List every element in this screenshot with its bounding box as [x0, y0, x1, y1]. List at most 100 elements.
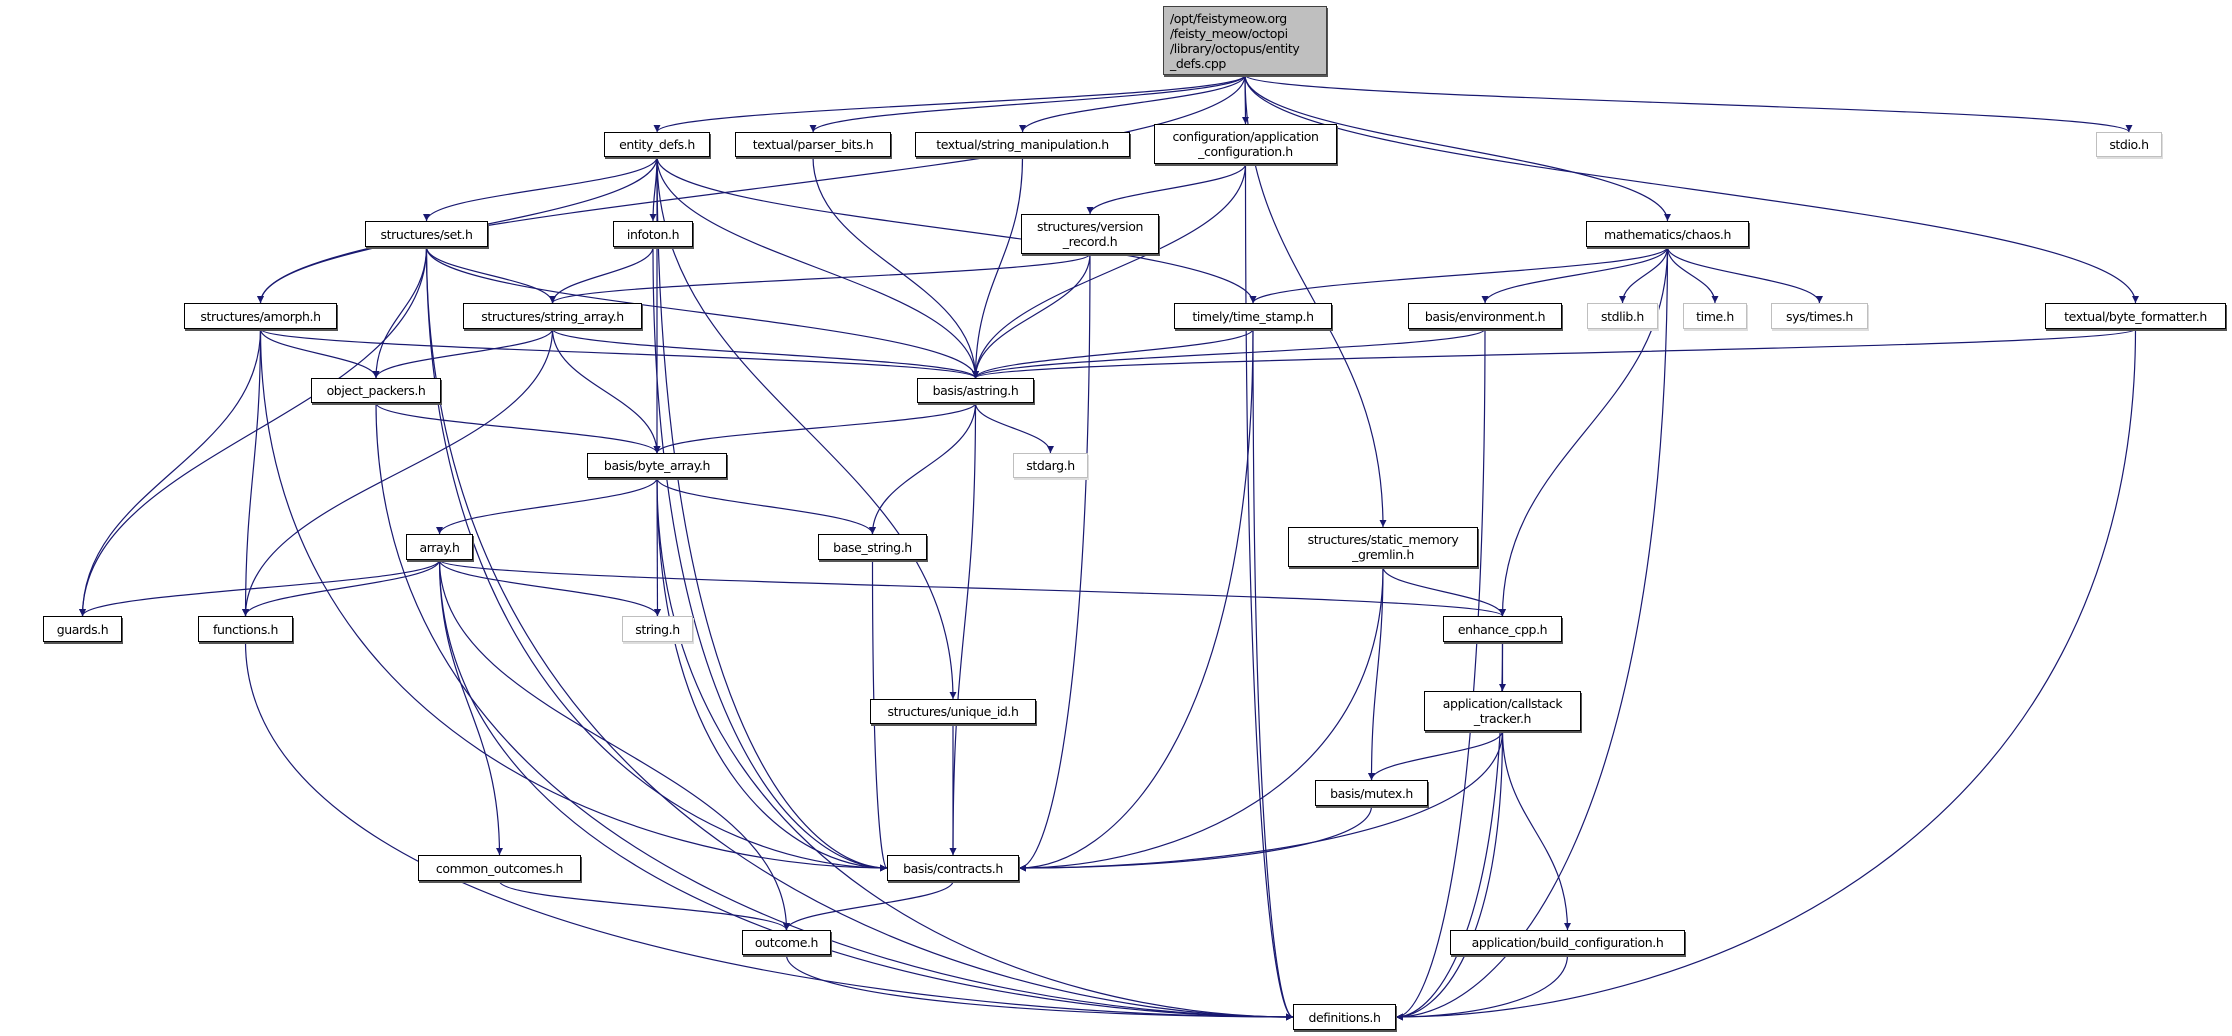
edge-chaos-to-definitions — [1395, 246, 1669, 1021]
edge-set-to-guards — [79, 246, 428, 617]
edge-functions-to-definitions — [244, 641, 1294, 1021]
edge-app-config-to-version-record — [1086, 163, 1247, 215]
edge-chaos-to-stdlib — [1619, 246, 1669, 304]
edge-time-stamp-to-astring — [972, 328, 1254, 379]
edge-amorph-to-guards — [79, 328, 262, 617]
node-contracts[interactable]: basis/contracts.h — [887, 855, 1019, 881]
edge-array-to-string — [438, 559, 661, 617]
edge-entity-defs-to-contracts — [656, 156, 888, 872]
edge-amorph-to-functions — [242, 328, 262, 617]
node-amorph[interactable]: structures/amorph.h — [184, 303, 337, 329]
edge-entity-defs-to-astring — [656, 156, 979, 379]
node-string-array[interactable]: structures/string_array.h — [463, 303, 642, 329]
node-root[interactable]: /opt/feistymeow.org /feisty_meow/octopi … — [1163, 6, 1327, 75]
node-enhance-cpp[interactable]: enhance_cpp.h — [1443, 616, 1562, 642]
edge-object-packers-to-definitions — [375, 402, 1294, 1021]
edge-string-manipulation-to-astring — [972, 156, 1024, 379]
edge-root-to-stdio — [1244, 74, 2133, 133]
node-outcome[interactable]: outcome.h — [742, 930, 831, 955]
edge-time-stamp-to-contracts — [1018, 328, 1254, 872]
node-guards[interactable]: guards.h — [43, 616, 122, 642]
edge-array-to-outcome — [438, 559, 790, 931]
edge-byte-array-to-base-string — [656, 477, 876, 535]
node-infoton[interactable]: infoton.h — [613, 221, 693, 247]
edge-array-to-definitions — [438, 559, 1294, 1021]
node-mutex[interactable]: basis/mutex.h — [1315, 780, 1428, 806]
edge-set-to-contracts — [425, 246, 888, 872]
node-stdarg[interactable]: stdarg.h — [1013, 453, 1088, 478]
node-common-outcomes[interactable]: common_outcomes.h — [418, 855, 581, 881]
edge-common-outcomes-to-outcome — [498, 880, 790, 931]
edge-byte-formatter-to-astring — [972, 328, 2137, 379]
node-stdlib[interactable]: stdlib.h — [1587, 303, 1658, 329]
node-time[interactable]: time.h — [1683, 303, 1747, 329]
edge-infoton-to-string-array — [549, 246, 654, 304]
edge-callstack-to-mutex — [1368, 730, 1504, 781]
edge-set-to-astring — [425, 246, 979, 379]
node-definitions[interactable]: definitions.h — [1293, 1004, 1396, 1030]
edge-astring-to-byte-array — [653, 402, 977, 454]
edge-mutex-to-contracts — [1018, 805, 1373, 872]
node-environment[interactable]: basis/environment.h — [1408, 303, 1562, 329]
node-unique-id[interactable]: structures/unique_id.h — [870, 699, 1036, 724]
edge-parser-bits-to-astring — [812, 156, 979, 379]
edge-root-to-parser-bits — [809, 74, 1246, 133]
node-array[interactable]: array.h — [406, 534, 473, 560]
edge-astring-to-contracts — [949, 402, 977, 856]
edge-version-record-to-contracts — [1018, 253, 1091, 872]
node-chaos[interactable]: mathematics/chaos.h — [1586, 221, 1749, 247]
edge-version-record-to-astring — [972, 253, 1091, 379]
node-string-manipulation[interactable]: textual/string_manipulation.h — [915, 132, 1130, 157]
edge-array-to-guards — [79, 559, 441, 617]
edge-string-array-to-byte-array — [551, 328, 661, 454]
edge-version-record-to-string-array — [549, 253, 1091, 304]
node-functions[interactable]: functions.h — [198, 616, 293, 642]
edge-contracts-to-outcome — [783, 880, 954, 931]
edge-chaos-to-time — [1666, 246, 1719, 304]
edge-array-to-functions — [242, 559, 441, 617]
edge-array-to-enhance-cpp — [438, 559, 1506, 617]
node-gremlin[interactable]: structures/static_memory _gremlin.h — [1288, 527, 1478, 567]
node-callstack[interactable]: application/callstack _tracker.h — [1424, 691, 1581, 731]
edge-astring-to-stdarg — [974, 402, 1054, 454]
edge-entity-defs-to-unique-id — [656, 156, 957, 700]
edge-byte-formatter-to-definitions — [1395, 328, 2137, 1021]
edge-callstack-to-definitions — [1395, 730, 1504, 1021]
edge-byte-array-to-array — [436, 477, 658, 535]
edge-string-array-to-astring — [551, 328, 979, 379]
node-string[interactable]: string.h — [622, 616, 693, 642]
node-byte-array[interactable]: basis/byte_array.h — [587, 453, 727, 478]
node-object-packers[interactable]: object_packers.h — [311, 378, 441, 403]
edge-set-to-definitions — [425, 246, 1294, 1021]
node-byte-formatter[interactable]: textual/byte_formatter.h — [2045, 303, 2226, 329]
edge-chaos-to-environment — [1481, 246, 1669, 304]
edge-environment-to-astring — [972, 328, 1486, 379]
node-time-stamp[interactable]: timely/time_stamp.h — [1174, 303, 1332, 329]
edge-root-to-chaos — [1244, 74, 1671, 222]
node-build-config[interactable]: application/build_configuration.h — [1450, 930, 1685, 955]
node-version-record[interactable]: structures/version _record.h — [1021, 214, 1159, 254]
node-stdio[interactable]: stdio.h — [2096, 132, 2162, 157]
node-parser-bits[interactable]: textual/parser_bits.h — [735, 132, 891, 157]
edge-infoton-to-contracts — [652, 246, 888, 872]
edge-root-to-string-manipulation — [1019, 74, 1246, 133]
edge-amorph-to-contracts — [259, 328, 888, 872]
edge-astring-to-base-string — [869, 402, 977, 535]
edge-entity-defs-to-time-stamp — [656, 156, 1257, 304]
node-base-string[interactable]: base_string.h — [818, 534, 927, 560]
edge-base-string-to-contracts — [871, 559, 888, 872]
node-astring[interactable]: basis/astring.h — [917, 378, 1034, 403]
edge-environment-to-definitions — [1395, 328, 1486, 1021]
node-entity-defs[interactable]: entity_defs.h — [604, 132, 710, 157]
edge-chaos-to-time-stamp — [1249, 246, 1669, 304]
edge-root-to-entity-defs — [653, 74, 1246, 133]
node-sys-times[interactable]: sys/times.h — [1771, 303, 1868, 329]
edge-build-config-to-definitions — [1395, 954, 1569, 1021]
node-app-config[interactable]: configuration/application _configuration… — [1154, 124, 1337, 164]
edge-gremlin-to-enhance-cpp — [1382, 566, 1506, 617]
node-set[interactable]: structures/set.h — [365, 221, 488, 247]
edge-string-array-to-object-packers — [372, 328, 554, 379]
edge-string-array-to-functions — [242, 328, 554, 617]
edge-gremlin-to-contracts — [1018, 566, 1384, 872]
